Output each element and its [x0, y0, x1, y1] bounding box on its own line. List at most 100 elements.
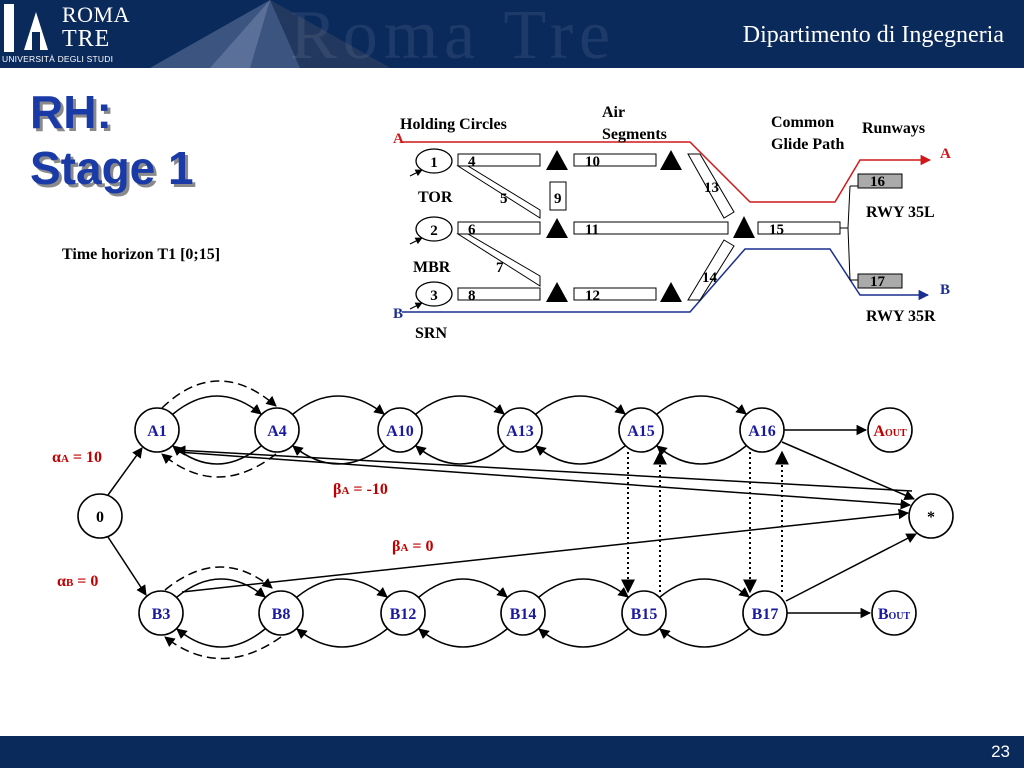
beta-a-zero-sym: β — [392, 538, 400, 555]
exit-a-label: A — [940, 146, 951, 162]
segment-14-label: 14 — [702, 270, 718, 286]
arc-start-to-a1 — [107, 447, 143, 496]
graph-node-a13: A13 — [497, 407, 543, 453]
alpha-a-sub: A — [61, 453, 69, 465]
arc-a13-a15-upper — [535, 395, 626, 415]
arc-a10-a13-upper — [415, 395, 505, 415]
segment-8-label: 8 — [468, 288, 476, 304]
segment-5-box — [456, 165, 541, 219]
graph-node-a-out: AOUT — [867, 407, 913, 453]
arc-b3-b8-lower — [176, 628, 266, 648]
waypoint-triangle-6 — [733, 216, 755, 238]
entry-a-label: A — [393, 131, 404, 147]
beta-a-zero-val: = 0 — [408, 538, 433, 555]
graph-node-a15: A15 — [618, 407, 664, 453]
graph-node-a10: A10 — [377, 407, 423, 453]
graph-node-sink: * — [908, 493, 954, 539]
holding-circle-3-label: 3 — [430, 288, 438, 304]
graph-node-start: 0 — [77, 493, 123, 539]
air-segments-label-2: Segments — [602, 126, 667, 143]
runway-16-label: 16 — [870, 174, 886, 190]
beta-a-neg-val: = -10 — [349, 481, 387, 498]
arc-a15-a16-lower — [656, 445, 747, 465]
arc-b15-b17-lower — [659, 628, 750, 648]
runway-35l-label: RWY 35L — [866, 204, 935, 221]
arc-start-to-b3 — [107, 536, 147, 596]
segment-8-box — [457, 287, 541, 301]
beta-a-neg-sub: A — [341, 485, 349, 497]
segment-6-box — [457, 221, 541, 235]
graph-node-a4-label: A4 — [267, 423, 287, 440]
graph-node-start-label: 0 — [96, 509, 104, 526]
arc-a13-a15-lower — [535, 445, 626, 465]
segment-10-label: 10 — [585, 154, 600, 170]
arc-b14-b15-lower — [538, 628, 629, 648]
alpha-b-label: αB = 0 — [57, 573, 98, 590]
arc-b3-b8-upper — [176, 578, 266, 598]
alpha-b-sym: α — [57, 573, 66, 590]
segment-7-label: 7 — [496, 260, 504, 276]
common-glide-label-1: Common — [771, 114, 834, 131]
pyramid-photo-icon — [150, 0, 390, 68]
segment-13-label: 13 — [704, 180, 719, 196]
exit-b-label: B — [940, 282, 950, 298]
graph-node-b12: B12 — [380, 590, 426, 636]
alpha-a-label: αA = 10 — [52, 449, 102, 466]
segment-10-box — [573, 153, 657, 167]
footer-bar: 23 — [0, 736, 1024, 768]
graph-node-a-out-main: A — [873, 423, 885, 440]
header-bar: ROMA TRE UNIVERSITÀ DEGLI STUDI Roma Tre… — [0, 0, 1024, 68]
graph-node-a13-label: A13 — [506, 423, 534, 440]
graph-node-b-out-label: BOUT — [878, 606, 911, 623]
segment-7-box — [456, 233, 541, 287]
segment-9-box — [549, 181, 567, 211]
graph-node-b8-label: B8 — [272, 606, 291, 623]
arc-b3-b8-dashed-upper — [164, 566, 273, 591]
holding-circle-2: 2 — [415, 216, 453, 242]
segment-13-box — [687, 153, 735, 219]
arc-b12-b14-upper — [418, 578, 508, 598]
beta-a-neg-label: βA = -10 — [333, 481, 388, 498]
segment-15-label: 15 — [769, 222, 784, 238]
arc-b8-b12-lower — [296, 628, 388, 648]
arc-a1-to-sink — [177, 451, 912, 510]
arc-a10-a13-lower — [415, 445, 505, 465]
alpha-b-sub: B — [66, 577, 74, 589]
graph-node-b-out-sub: OUT — [889, 611, 911, 622]
graph-node-b-out: BOUT — [871, 590, 917, 636]
arc-b8-b12-upper — [296, 578, 388, 598]
title-line-1: RH: — [30, 86, 112, 138]
segment-11-label: 11 — [585, 222, 599, 238]
logo-text-roma: ROMA — [62, 2, 131, 27]
graph-node-b8: B8 — [258, 590, 304, 636]
segment-9-label: 9 — [554, 191, 562, 207]
entry-point-tor: TOR — [418, 189, 453, 206]
arc-a4-a10-upper — [292, 395, 385, 415]
graph-node-a1: A1 — [134, 407, 180, 453]
waypoint-triangle-4 — [660, 150, 682, 170]
path-a-line — [402, 141, 932, 203]
waypoint-triangle-1 — [546, 150, 568, 170]
arc-b12-b14-lower — [418, 628, 508, 648]
holding-circle-3: 3 — [415, 281, 453, 307]
alpha-a-val: = 10 — [69, 449, 102, 466]
graph-node-a15-label: A15 — [627, 423, 655, 440]
runways-label: Runways — [862, 120, 925, 137]
alpha-a-sym: α — [52, 449, 61, 466]
graph-node-b14-label: B14 — [510, 606, 537, 623]
graph-node-a-out-label: AOUT — [873, 423, 907, 440]
graph-node-a16-label: A16 — [748, 423, 776, 440]
graph-node-a4: A4 — [254, 407, 300, 453]
holding-entry-arrow-1 — [409, 169, 423, 177]
holding-circle-1: 1 — [415, 148, 453, 174]
graph-node-b17: B17 — [742, 590, 788, 636]
arc-b14-b15-upper — [538, 578, 629, 598]
department-title: Dipartimento di Ingegneria — [742, 22, 1004, 48]
airspace-schema: Holding Circles Air Segments Common Glid… — [393, 104, 951, 342]
runway-split-down — [847, 227, 851, 281]
waypoint-triangle-2 — [546, 218, 568, 238]
time-space-graph: A1 A4 A10 A13 A15 A16 AOUT B3 B8 B12 B14… — [52, 380, 954, 660]
runway-35r-label: RWY 35R — [866, 308, 936, 325]
beta-a-zero-label: βA = 0 — [392, 538, 434, 555]
arc-a1-a4-upper — [172, 395, 262, 415]
